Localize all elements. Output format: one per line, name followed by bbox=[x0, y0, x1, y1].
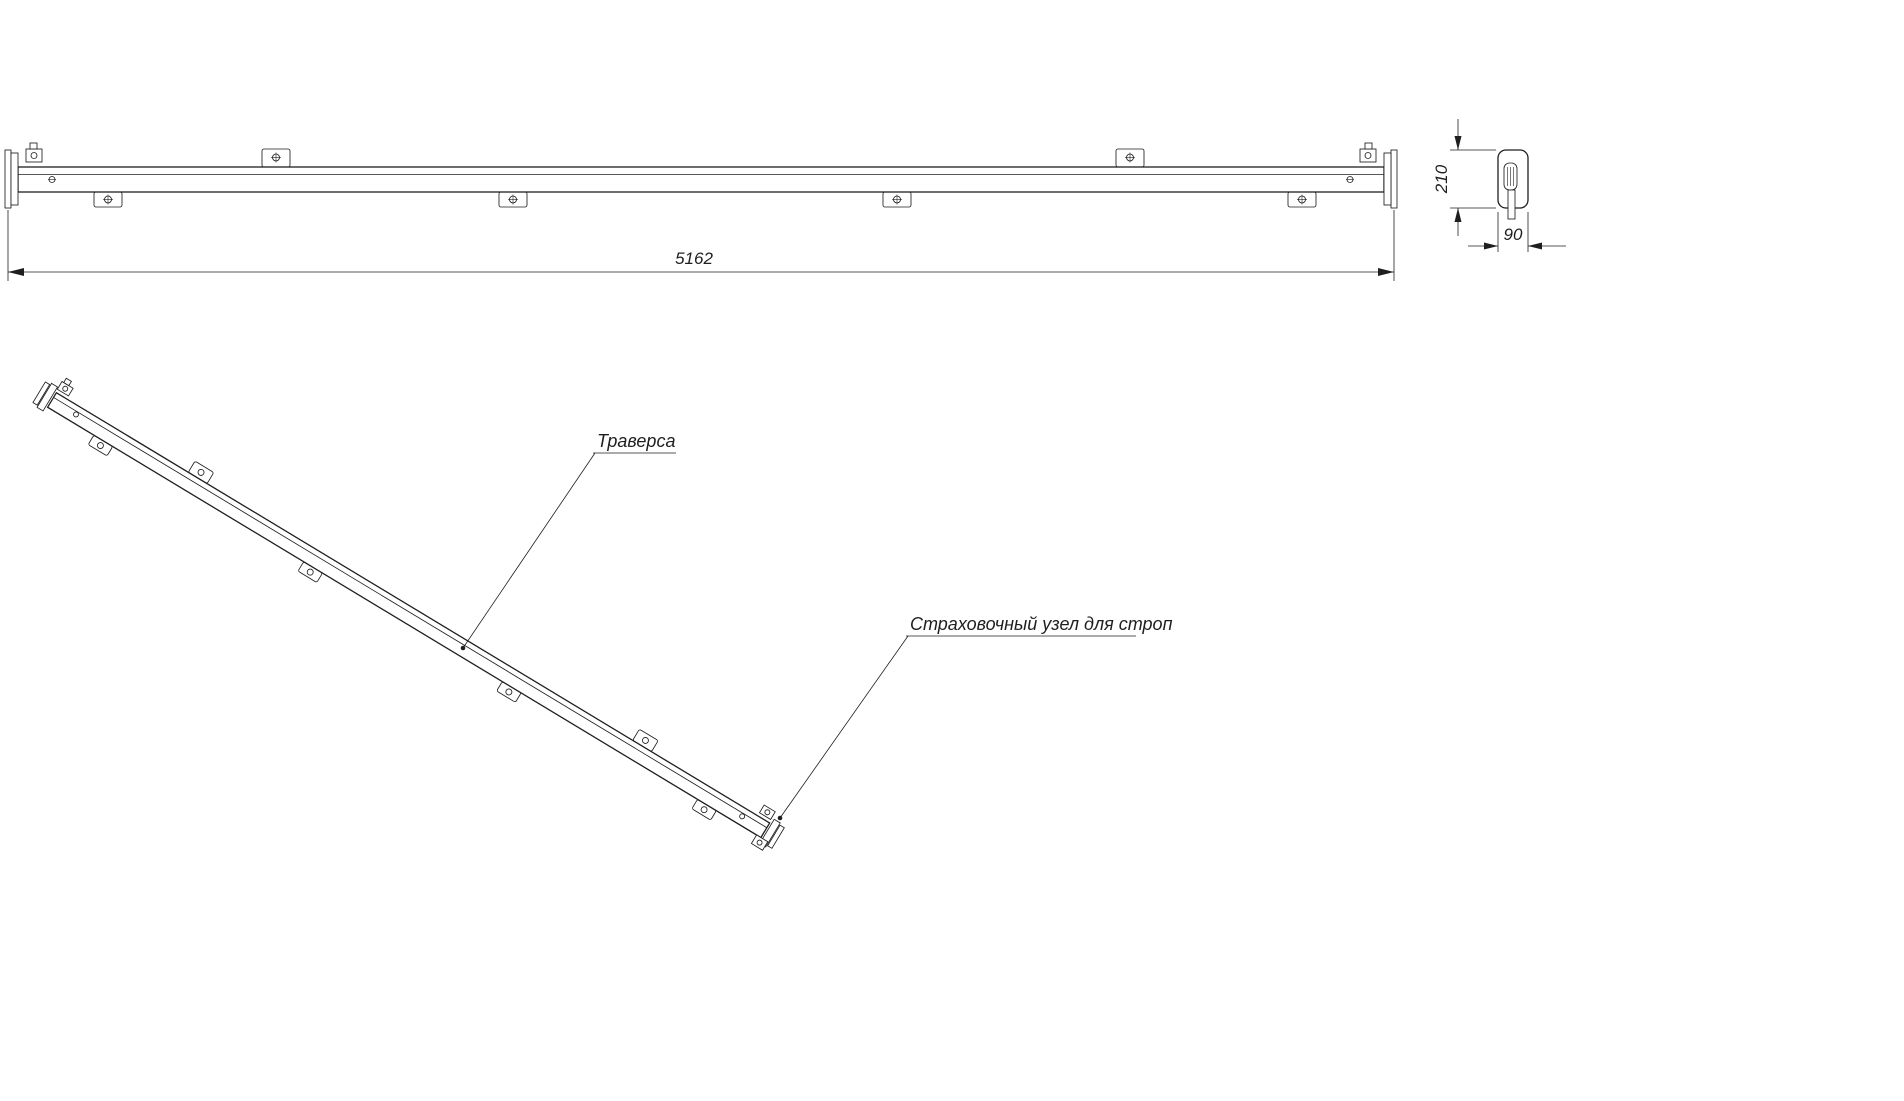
dimension-label-length: 5162 bbox=[675, 249, 713, 268]
leader-line bbox=[779, 635, 909, 819]
end-fitting-left bbox=[4, 142, 56, 209]
arrow-right-icon bbox=[1484, 242, 1498, 250]
callout-safety-node: Страховочный узел для строп bbox=[777, 614, 1173, 821]
screw-icon bbox=[642, 737, 649, 744]
mounting-clip-top bbox=[1115, 148, 1145, 168]
mounting-clip-bottom bbox=[93, 191, 123, 208]
mounting-clip-bottom bbox=[1287, 191, 1317, 208]
pin-icon bbox=[62, 385, 69, 392]
end-fitting-left bbox=[32, 377, 74, 412]
arrow-left-icon bbox=[8, 268, 24, 276]
leader-dot-icon bbox=[460, 645, 466, 651]
arrow-right-icon bbox=[1378, 268, 1394, 276]
mounting-clip-bottom bbox=[498, 191, 528, 208]
arrow-left-icon bbox=[1528, 242, 1542, 250]
pin-icon bbox=[30, 152, 38, 159]
pin-icon bbox=[756, 839, 763, 846]
arrow-down-icon bbox=[1454, 136, 1462, 150]
mounting-clip-bottom bbox=[882, 191, 912, 208]
dimension-label-height: 210 bbox=[1432, 164, 1451, 194]
pin-icon bbox=[1364, 152, 1372, 159]
pin-icon bbox=[764, 809, 771, 816]
height-dimension: 210 bbox=[1432, 119, 1496, 236]
screw-icon bbox=[505, 688, 513, 696]
callout-label-safety-node: Страховочный узел для строп bbox=[910, 614, 1173, 634]
side-view: 210 90 bbox=[1432, 119, 1566, 252]
width-dimension: 90 bbox=[1468, 212, 1566, 252]
leader-line bbox=[462, 452, 596, 649]
screw-icon bbox=[73, 411, 79, 418]
isometric-view bbox=[32, 377, 785, 851]
screw-icon bbox=[700, 806, 708, 814]
end-fitting-right bbox=[1346, 142, 1398, 209]
screw-icon bbox=[197, 468, 205, 476]
leader-dot-icon bbox=[777, 815, 783, 821]
beam-edge-line bbox=[53, 397, 768, 829]
screw-icon bbox=[739, 813, 746, 820]
screw-icon bbox=[306, 568, 314, 576]
front-view: 5162 bbox=[4, 142, 1398, 281]
mounting-clip-top bbox=[261, 148, 291, 168]
beam-body bbox=[46, 391, 771, 839]
callout-traverse: Траверса bbox=[460, 431, 676, 651]
length-dimension: 5162 bbox=[7, 210, 1395, 281]
end-fitting-right bbox=[750, 804, 785, 851]
dimension-label-width: 90 bbox=[1504, 225, 1523, 244]
screw-icon bbox=[97, 442, 104, 449]
safety-sling-node bbox=[750, 834, 769, 851]
callout-label-traverse: Траверса bbox=[597, 431, 675, 451]
node-stem bbox=[1507, 189, 1516, 220]
beam-body bbox=[17, 166, 1385, 193]
arrow-up-icon bbox=[1454, 208, 1462, 222]
